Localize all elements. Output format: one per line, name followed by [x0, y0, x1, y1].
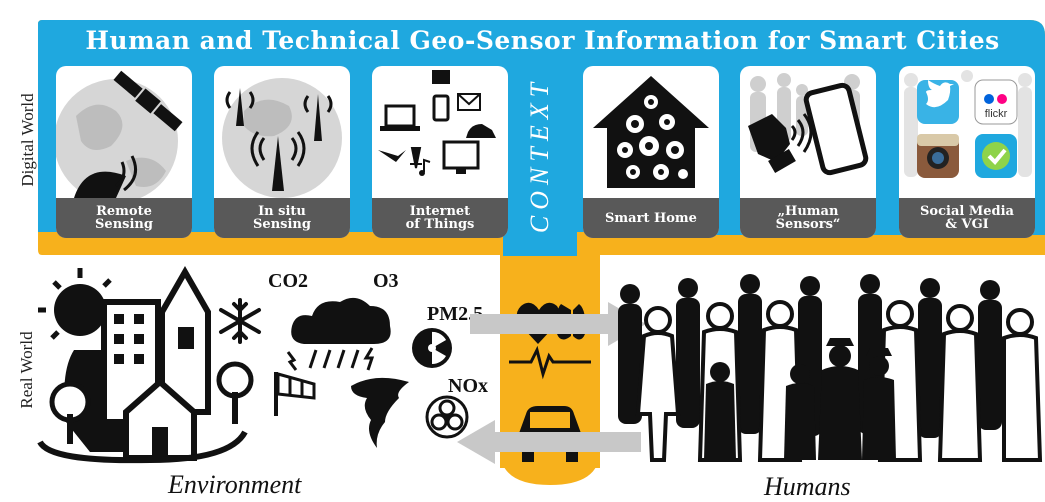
city-buildings-icon	[37, 265, 254, 464]
storm-cloud-icon	[286, 297, 391, 371]
card-label: In situ Sensing	[214, 198, 350, 238]
nox-label: NOx	[448, 375, 488, 397]
biohazard-icon	[425, 395, 469, 439]
card-social-media-vgi: flickr Social Media & VGI	[899, 66, 1035, 238]
radiation-icon	[412, 328, 452, 368]
co2-label: CO2	[268, 270, 308, 292]
o3-label: O3	[373, 270, 399, 292]
card-label: Smart Home	[583, 198, 719, 238]
digital-world-label: Digital World	[18, 93, 37, 187]
tornado-icon	[351, 377, 409, 448]
flickr-icon	[974, 79, 1018, 125]
card-human-sensors: „Human Sensors“	[740, 66, 876, 238]
crowd-icon	[618, 274, 1043, 462]
card-label: „Human Sensors“	[740, 198, 876, 238]
snowflake-icon	[215, 296, 265, 346]
context-label: CONTEXT	[525, 76, 554, 234]
diagram-title: Human and Technical Geo-Sensor Informati…	[85, 26, 1000, 55]
card-label: Social Media & VGI	[899, 198, 1035, 238]
windsock-icon	[274, 372, 316, 416]
pm25-label: PM2.5	[427, 303, 484, 325]
arrow-left-icon	[457, 420, 641, 464]
smart-home-icon	[593, 76, 709, 188]
card-remote-sensing: Remote Sensing	[56, 66, 192, 238]
card-internet-of-things: Internet of Things	[372, 66, 508, 238]
card-smart-home: Smart Home	[583, 66, 719, 238]
humans-caption: Humans	[764, 472, 851, 501]
card-label: Remote Sensing	[56, 198, 192, 238]
card-label: Internet of Things	[372, 198, 508, 238]
devices-icon	[378, 70, 496, 176]
radio-tower-icon	[222, 78, 342, 198]
hand-phone-icon	[748, 73, 869, 176]
flickr-wordmark: flickr	[985, 108, 1008, 120]
card-in-situ-sensing: In situ Sensing	[214, 66, 350, 238]
social-media-icons: flickr	[904, 70, 1032, 178]
satellite-icon	[56, 70, 183, 203]
environment-caption: Environment	[168, 470, 302, 499]
